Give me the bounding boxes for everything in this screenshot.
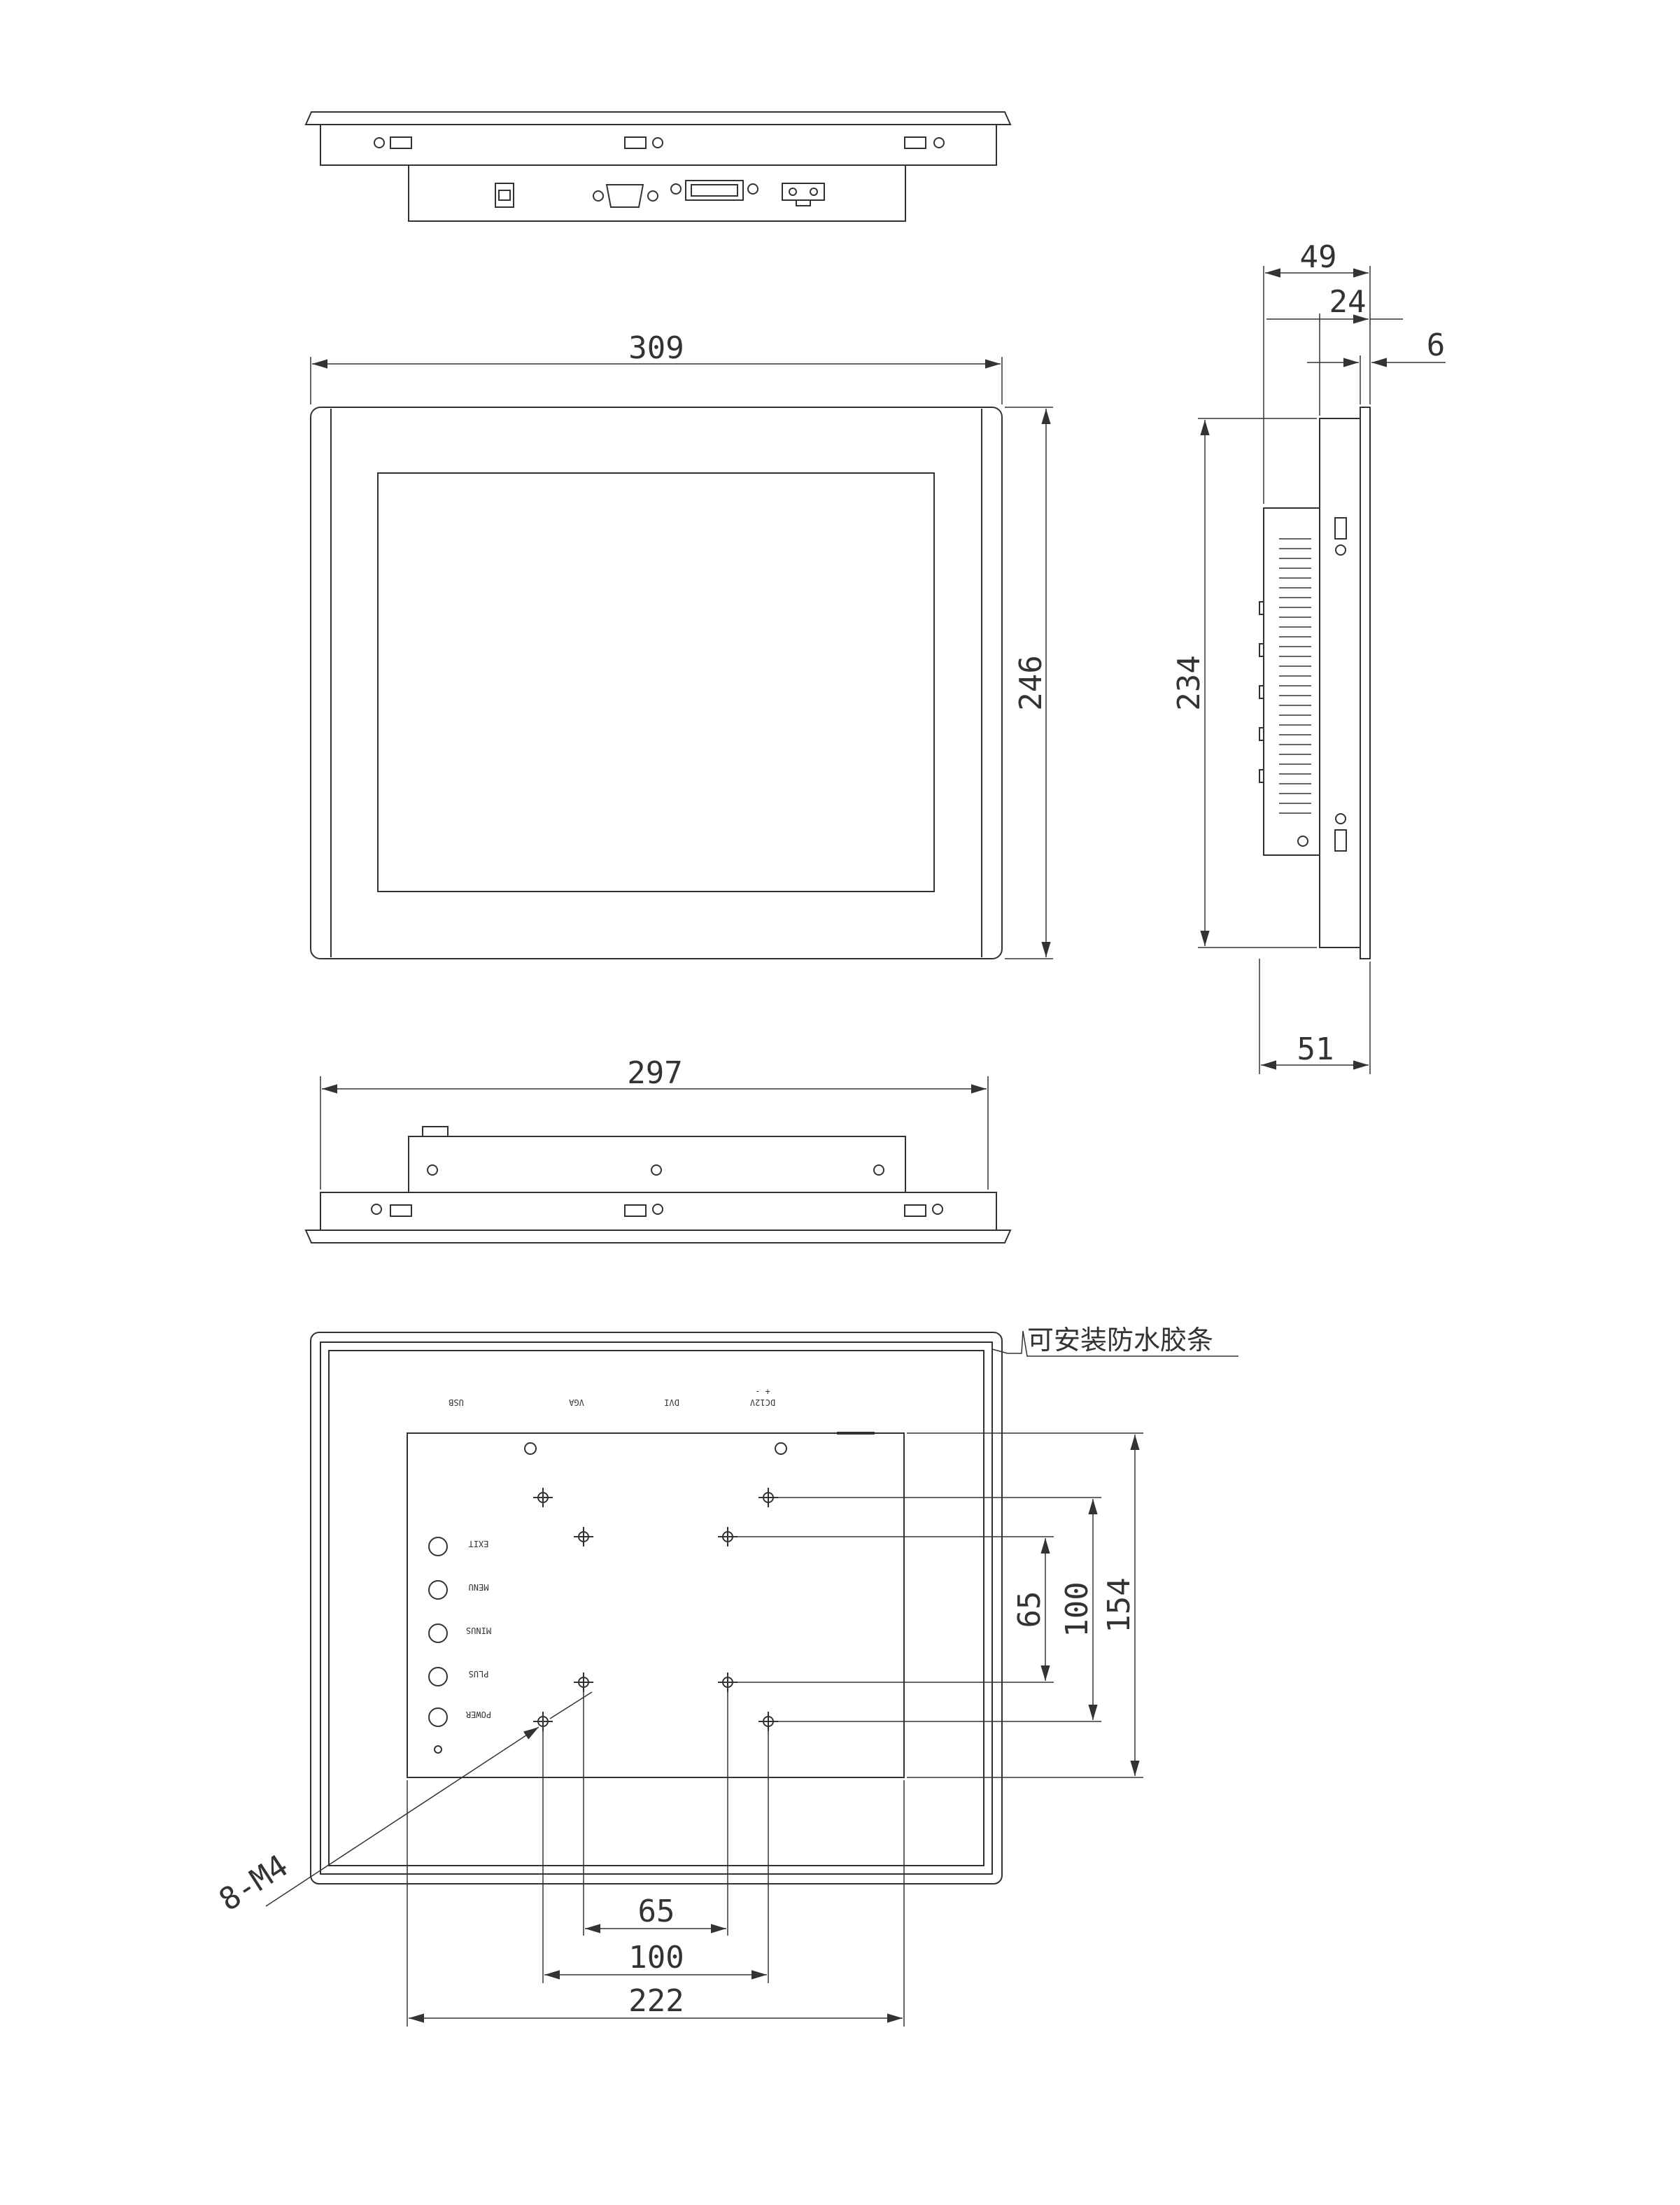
button-label-exit: EXIT [469,1539,489,1549]
rear-view [265,1330,1238,2027]
vga-port [593,184,658,208]
side-depth-dim: 49 [1300,239,1337,275]
button-label-menu: MENU [469,1582,489,1592]
cutout-height-dim: 154 [1101,1577,1137,1633]
cutout-width-dim: 222 [628,1983,684,2019]
button-label-power: POWER [465,1710,491,1719]
front-width-dim: 309 [628,330,684,366]
dimension-labels: 309 246 49 24 6 234 51 297 可安装防水胶条 65 10… [213,239,1445,2019]
side-height-dim: 234 [1171,655,1207,710]
dc-polarity: + - [755,1387,770,1397]
port-label-usb: USB [449,1397,464,1407]
front-view [310,357,1053,959]
vesa-holes [533,1488,778,1731]
vesa-h-100: 100 [628,1940,684,1975]
dc-power-port [782,183,825,206]
panel-cutout-outline [407,1432,905,1778]
waterproof-gasket [328,1350,984,1866]
port-label-dvi: DVI [664,1397,679,1407]
bottom-width-dim: 297 [627,1055,682,1091]
side-bezel-dim: 6 [1427,327,1446,363]
port-label-vga: VGA [568,1397,584,1407]
mount-clip [374,136,945,149]
port-label-dc12v: DC12V [750,1397,775,1407]
dvi-port [670,180,758,201]
rear-port-labels: USB VGA DVI DC12V + - EXIT MENU MINUS PL… [449,1387,775,1719]
vesa-h-65: 65 [638,1894,675,1929]
usb-port [495,183,514,208]
front-height-dim: 246 [1013,655,1049,710]
side-mid-dim: 24 [1329,284,1367,320]
vesa-v-65: 65 [1012,1591,1047,1628]
top-view [304,111,1012,222]
button-label-minus: MINUS [466,1626,491,1635]
control-buttons [428,1537,448,1754]
side-view [1198,266,1446,1074]
display-screen [377,472,935,892]
vesa-v-100: 100 [1059,1581,1095,1637]
screw-callout: 8-M4 [213,1848,295,1918]
button-label-plus: PLUS [469,1669,489,1679]
side-bottom-depth-dim: 51 [1297,1031,1334,1067]
bottom-view [304,1076,1012,1244]
gasket-note: 可安装防水胶条 [1027,1325,1213,1355]
